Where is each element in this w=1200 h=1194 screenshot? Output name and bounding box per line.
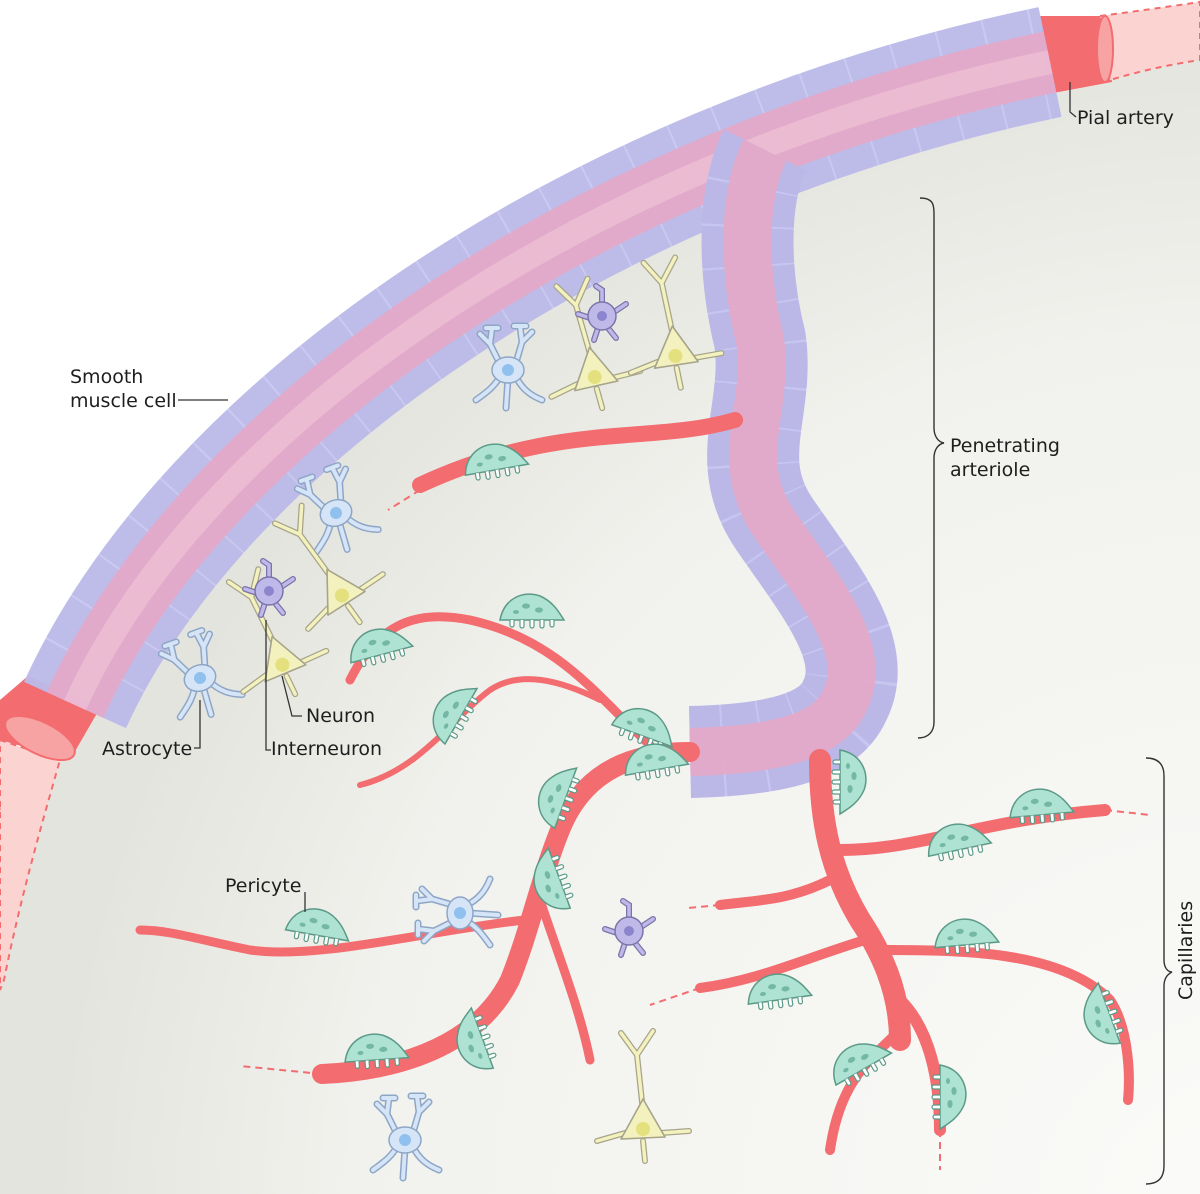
pial-artery-label: Pial artery (1077, 107, 1174, 129)
neuron-label: Neuron (306, 705, 375, 727)
smooth-muscle-label-line1: Smooth (70, 366, 143, 388)
penetrating-arteriole (688, 129, 898, 798)
pial-artery (24, 7, 1062, 729)
penetrating-arteriole-label-line1: Penetrating (950, 435, 1060, 457)
leader-lines (178, 82, 1173, 1185)
capillaries-label: Capillaries (1175, 901, 1197, 1000)
interneuron-label: Interneuron (271, 738, 382, 760)
labels: Pial artery Smooth muscle cell Penetrati… (70, 107, 1197, 1000)
pial-artery-end-right (1040, 0, 1200, 94)
pericyte-label: Pericyte (225, 875, 301, 897)
astrocyte-label: Astrocyte (102, 738, 192, 760)
smooth-muscle-label-line2: muscle cell (70, 390, 177, 412)
penetrating-arteriole-label-line2: arteriole (950, 459, 1030, 481)
